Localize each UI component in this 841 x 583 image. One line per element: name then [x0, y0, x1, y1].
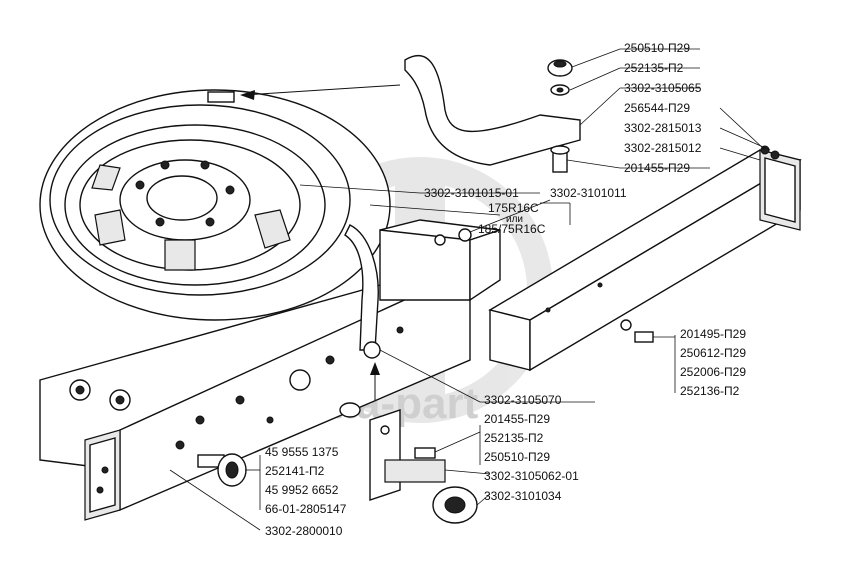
label-250510-p29-top: 250510-П29	[624, 41, 690, 55]
label-201495-p29: 201495-П29	[680, 327, 746, 341]
spare-wheel	[39, 89, 391, 321]
label-3302-3101015-01: 3302-3101015-01	[424, 186, 519, 200]
label-3302-3105062-01: 3302-3105062-01	[484, 469, 579, 483]
label-3302-3101034: 3302-3101034	[484, 489, 562, 503]
label-252006-p29: 252006-П29	[680, 365, 746, 379]
cross-beam	[488, 145, 802, 372]
label-tire-size-1: 175R16C	[488, 201, 539, 215]
label-tire-or: или	[506, 214, 523, 225]
label-tire-size-2: 185/75R16C	[478, 222, 546, 236]
label-3302-2815013: 3302-2815013	[624, 121, 702, 135]
label-252135-p2-top: 252135-П2	[624, 61, 684, 75]
label-3302-3101011: 3302-3101011	[550, 186, 627, 200]
label-3302-3105070: 3302-3105070	[484, 393, 562, 407]
label-201455-p29-lower: 201455-П29	[484, 412, 550, 426]
hardware-nut-top	[547, 59, 573, 77]
hardware-eye-bolt	[197, 453, 247, 487]
part-labels: 250510-П29 252135-П2 3302-3105065 256544…	[265, 41, 746, 538]
wheel-clamp-arm	[344, 224, 381, 359]
upper-clamp-bracket	[404, 54, 581, 166]
hardware-washer-top	[550, 84, 570, 96]
arrow-indicators	[240, 84, 401, 400]
label-252141-p2: 252141-П2	[265, 464, 325, 478]
leader-lines	[169, 48, 771, 531]
label-3302-3105065: 3302-3105065	[624, 81, 702, 95]
label-256544-p29: 256544-П29	[624, 101, 690, 115]
hardware-flange-nut	[432, 486, 478, 524]
hardware-bolt-right	[620, 319, 654, 343]
hardware-plate-lower	[369, 409, 401, 501]
label-66-01-2805147: 66-01-2805147	[265, 502, 347, 516]
label-3302-2815012: 3302-2815012	[624, 141, 702, 155]
hardware-nut-lower	[339, 402, 361, 418]
label-252136-p2: 252136-П2	[680, 384, 740, 398]
hardware-bolt-top	[550, 145, 570, 173]
label-201455-p29-top: 201455-П29	[624, 161, 690, 175]
hardware-stud-lower	[384, 459, 446, 483]
carrier-bracket	[379, 219, 501, 302]
label-3302-2800010: 3302-2800010	[265, 524, 343, 538]
hardware-bolt-lower	[414, 447, 436, 459]
label-45-9555-1375: 45 9555 1375	[265, 445, 339, 459]
label-250510-p29-lower: 250510-П29	[484, 450, 550, 464]
label-45-9952-6652: 45 9952 6652	[265, 483, 339, 497]
label-250612-p29: 250612-П29	[680, 346, 746, 360]
label-252135-p2-lower: 252135-П2	[484, 431, 544, 445]
